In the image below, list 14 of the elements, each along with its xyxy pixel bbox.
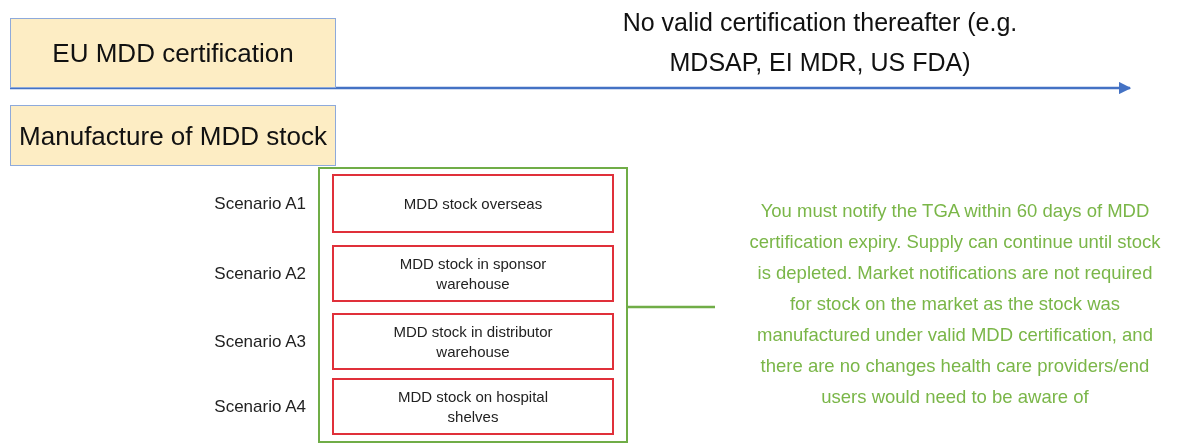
stock-box: MDD stock overseas (332, 174, 614, 233)
connector-line (628, 305, 715, 309)
scenario-label: Scenario A3 (214, 330, 306, 353)
phase-box: EU MDD certification (10, 18, 336, 88)
timeline-label: No valid certification thereafter (e.g. MDSAP, EI MDR, US FDA) (621, 7, 1019, 78)
note-text: You must notify the TGA within 60 days of MDD certification expiry. Supply can continue until stock is depleted. Market notifications are not required for stock on the market as the stock was manufactured under valid MDD certification, and there are no changes health care providers/end users would need to be aware of (715, 158, 1175, 448)
stock-box: MDD stock on hospital shelves (332, 378, 614, 435)
scenario-label: Scenario A2 (214, 262, 306, 285)
scenario-label: Scenario A4 (214, 395, 306, 418)
stock-box: MDD stock in distributor warehouse (332, 313, 614, 370)
stock-box: MDD stock in sponsor warehouse (332, 245, 614, 302)
arrow (10, 81, 1132, 95)
scenario-label: Scenario A1 (214, 192, 306, 215)
phase-box: Manufacture of MDD stock (10, 105, 336, 166)
